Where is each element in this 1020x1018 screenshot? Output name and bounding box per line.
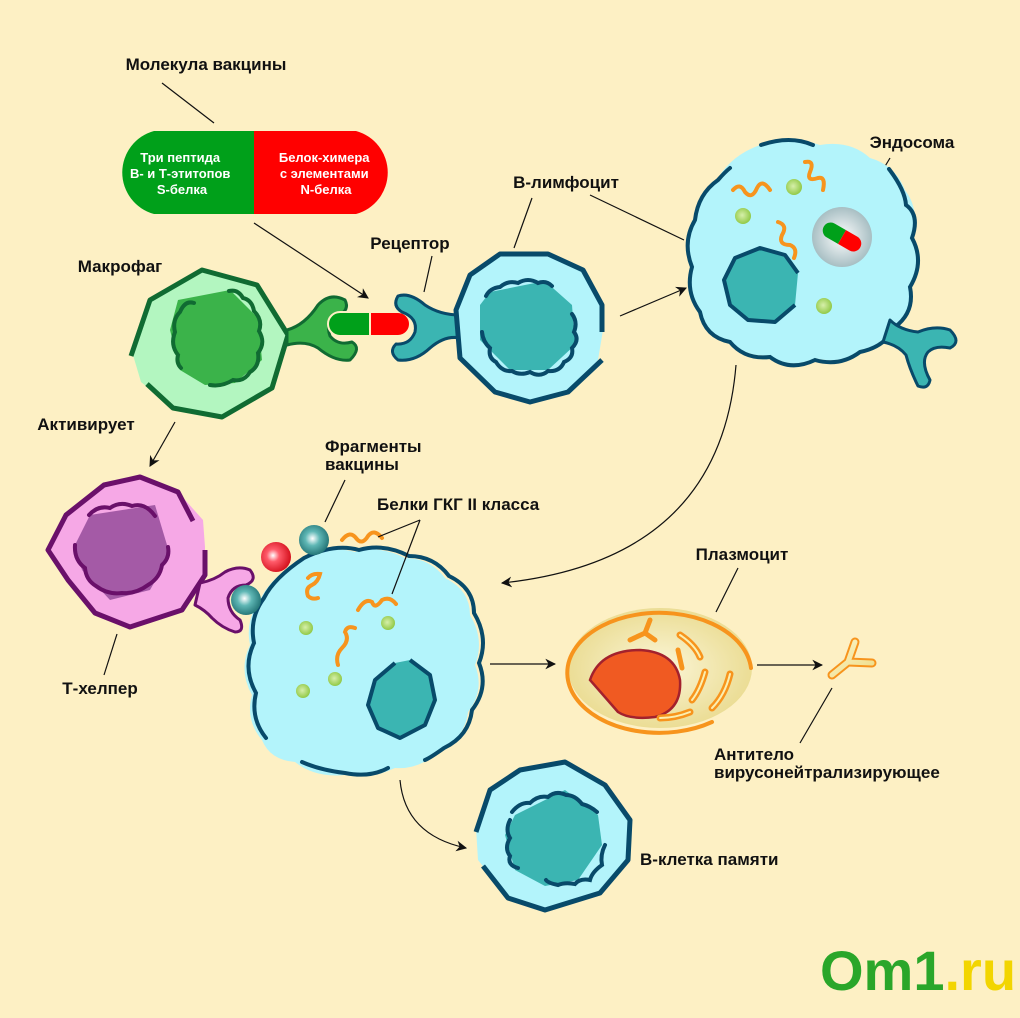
granule [299,621,313,635]
peptide-fragment [335,625,357,667]
b-lymphocyte-to-endosome-leader [589,194,685,241]
memory-b-cell-nucleus [505,790,602,886]
endosome-cell-receptor [881,318,958,389]
antibody-leader [799,687,833,744]
plasmocyte-leader [715,567,739,613]
activated-b-cell-nucleus [366,658,437,740]
pill-green-half [122,131,255,214]
granule [381,616,395,630]
plasmocyte-label: Плазмоцит [696,545,789,564]
vaccine-molecule-label: Молекула вакцины [126,55,287,74]
t-helper-nucleus [75,505,170,600]
memory-b-cell [473,759,633,913]
peptide-fragment [731,181,772,198]
b-lymphocyte-label: В-лимфоцит [513,173,619,192]
vaccine-fragments-label: Фрагменты вакцины [325,437,426,474]
activated-b-cell [231,525,485,777]
b-cell-to-endosome-arrow [619,286,687,317]
b-lymphocyte-cell [453,251,605,405]
granule [296,684,310,698]
granule [328,672,342,686]
macrophage-label: Макрофаг [78,257,163,276]
vaccine-molecule-pill: Три пептида В- и Т-этитопов S-белка Бело… [122,131,388,214]
b-lymphocyte-nucleus [480,281,575,370]
memory-b-cell-label: В-клетка памяти [640,850,778,869]
endosome-label: Эндосома [870,133,955,152]
t-helper-leader [103,633,118,676]
b-lymphocyte-leader [513,197,533,249]
antibody-icon [827,637,877,680]
activates-label: Активирует [37,415,134,434]
pill-to-small-pill-arrow [253,222,369,299]
peptide-fragment [305,571,323,601]
b-cell-receptor [391,293,462,362]
pill-red-half [254,131,388,214]
receptor-label: Рецептор [370,234,449,253]
mhc-leader-inner [391,519,421,595]
endosome-cell-nucleus [722,246,800,324]
mhc-class-ii-protein [340,530,384,544]
peptide-fragment [356,596,398,612]
macrophage-cell [128,267,358,420]
t-helper-receptor [193,566,255,634]
granule [735,208,751,224]
vaccine-fragment-red [261,542,291,572]
mhc-class-ii-label: Белки ГКГ II класса [377,495,540,514]
vaccine-fragment-teal [299,525,329,555]
vaccine-fragments-leader [324,479,346,523]
vaccine-fragment-teal-bound [231,585,261,615]
pill-left-text: Три пептида В- и Т-этитопов S-белка [130,150,234,197]
vaccine-molecule-leader [161,82,215,124]
pill-right-text: Белок-химера с элементами N-белка [279,150,373,197]
granule [816,298,832,314]
receptor-leader [423,255,433,293]
peptide-fragment [803,159,826,192]
macrophage-to-t-helper-arrow [149,421,176,467]
plasmocyte-nucleus [588,648,682,720]
t-helper-label: Т-хелпер [62,679,137,698]
endosome-pill [822,222,862,252]
granule [786,179,802,195]
om1-logo: Om1.ru [820,939,1016,1002]
peptide-fragment [776,220,798,260]
endosome-to-activated-b-cell-arrow [500,364,737,588]
endosome-cell [685,138,958,389]
antibody-label: Антитело вирусонейтрализирующее [714,745,940,782]
b-cell-to-memory-cell-arrow [399,779,468,852]
mhc-leader-outer [377,519,421,538]
t-helper-cell [45,474,255,634]
bound-vaccine-pill [327,311,411,337]
logo-main: Om1.ru [820,939,1016,1002]
macrophage-nucleus [170,290,262,385]
plasmocyte-cell [565,608,753,735]
